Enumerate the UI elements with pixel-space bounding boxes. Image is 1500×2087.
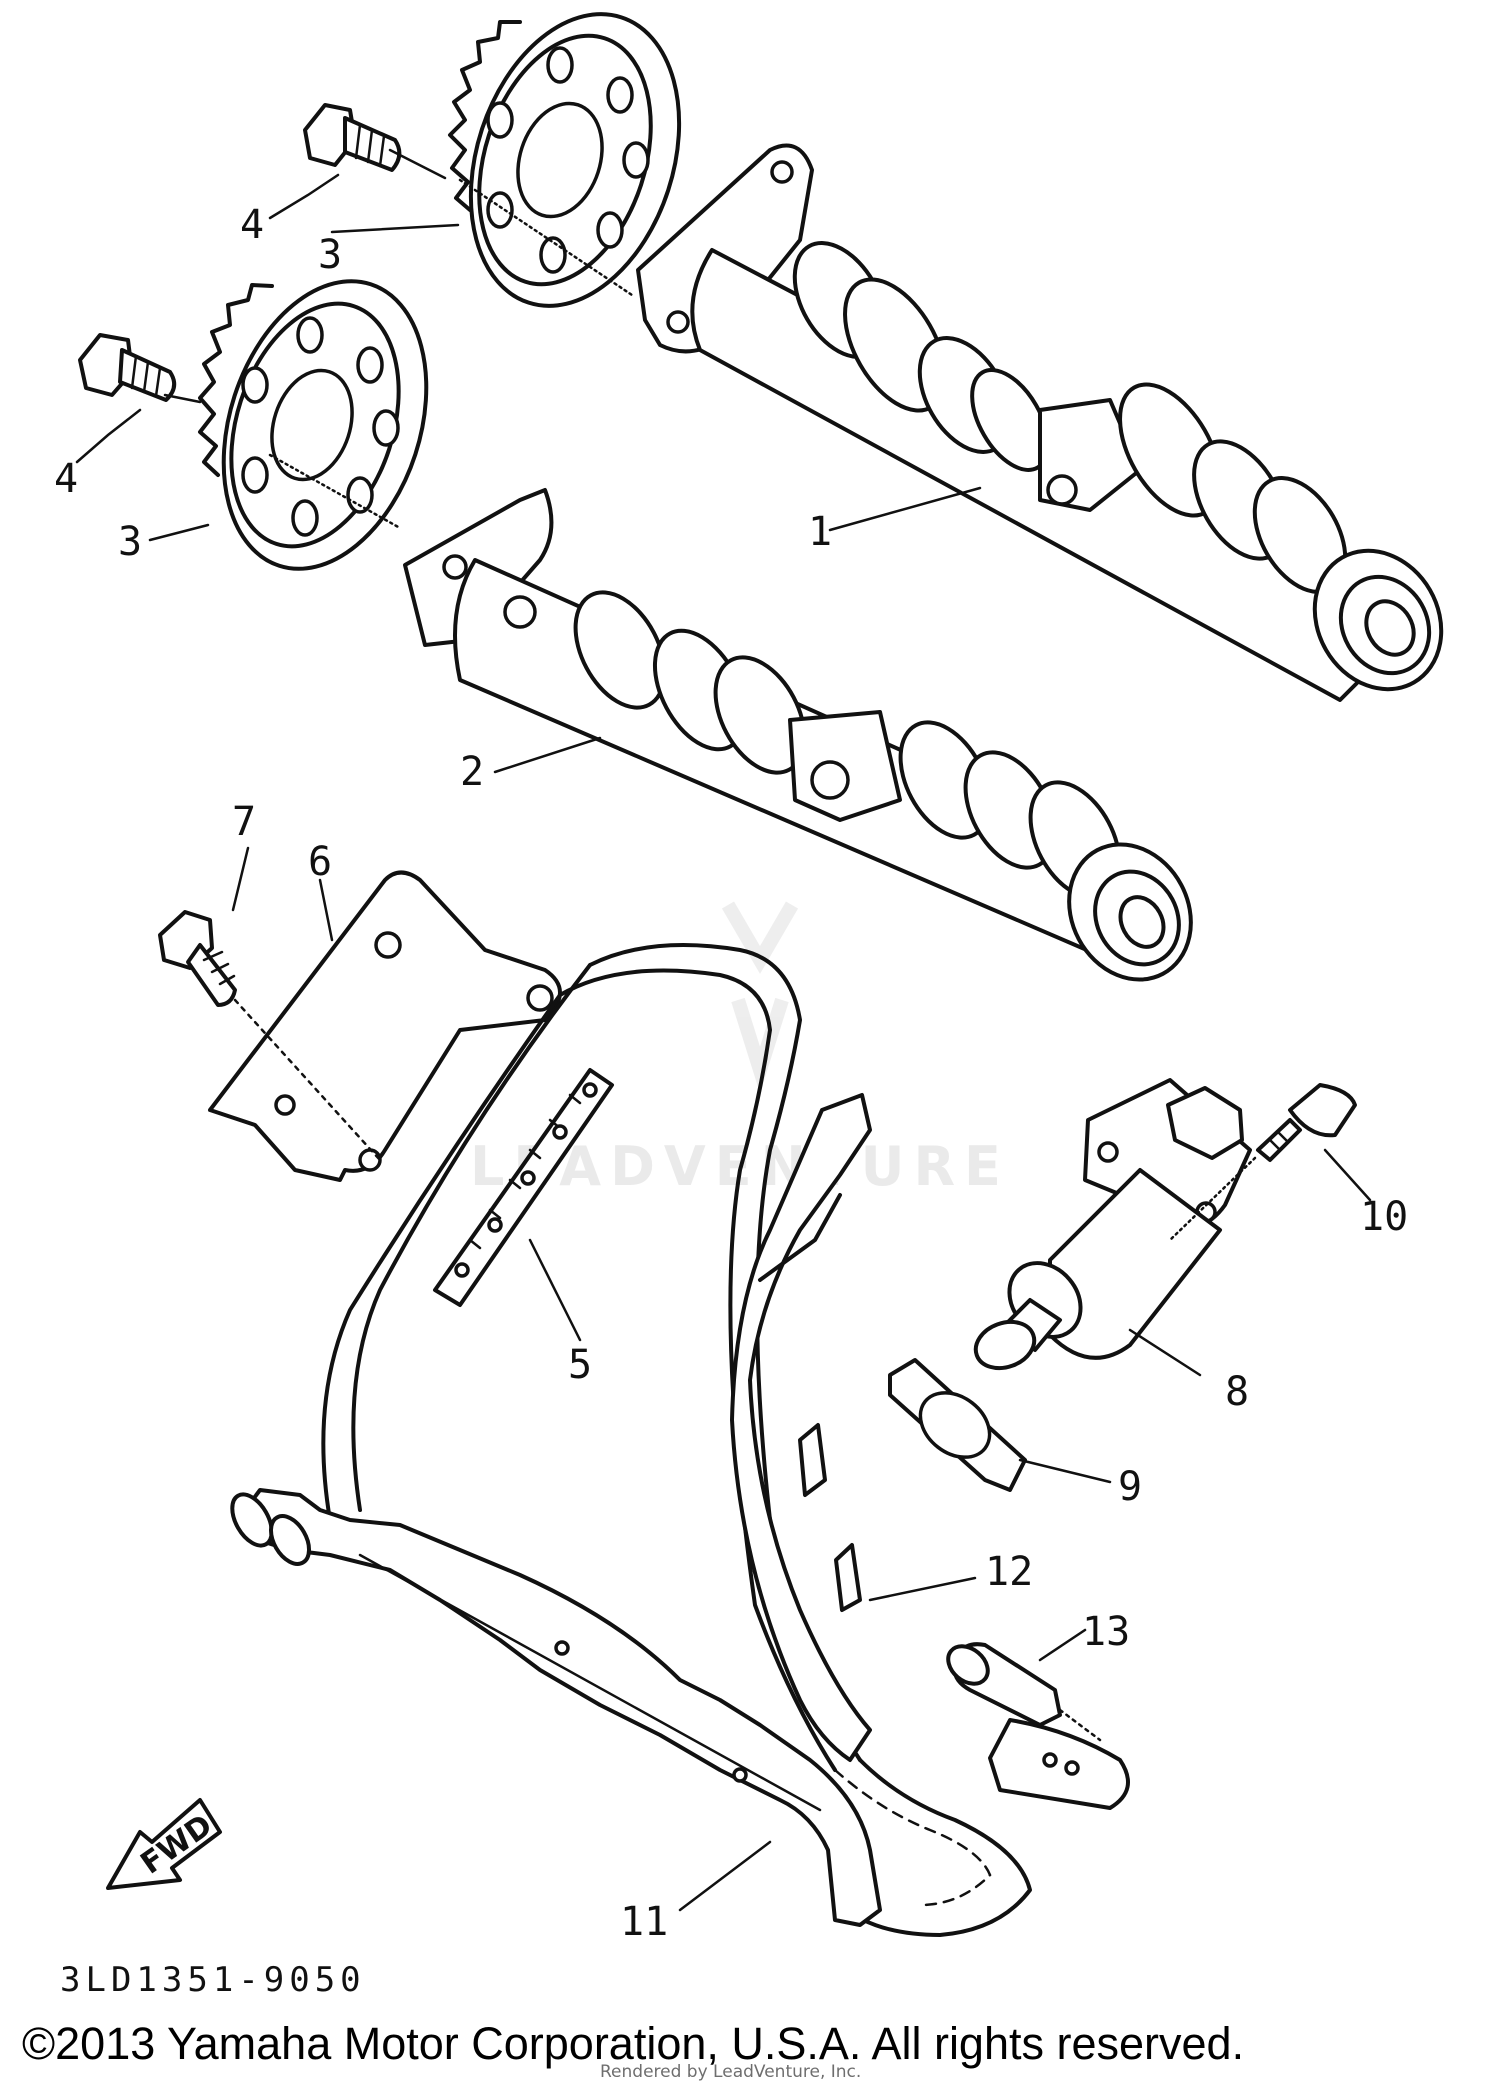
- rendered-by-notice: Rendered by LeadVenture, Inc.: [600, 2062, 862, 2082]
- chain-guide-tensioner-side: [730, 1093, 1130, 1810]
- callout-2: 2: [460, 749, 484, 795]
- callout-10: 10: [1360, 1194, 1408, 1240]
- callout-6: 6: [308, 839, 332, 885]
- callout-3-lower: 3: [118, 519, 142, 565]
- callout-8: 8: [1225, 1369, 1249, 1415]
- callout-7: 7: [232, 799, 256, 845]
- callout-4-lower: 4: [54, 456, 78, 502]
- callout-13: 13: [1082, 1609, 1130, 1655]
- chain-tensioner: [973, 1078, 1252, 1371]
- diagram-code: 3LD1351-9050: [60, 1960, 366, 2000]
- copyright-notice: ©2013 Yamaha Motor Corporation, U.S.A. A…: [22, 2018, 1245, 2069]
- callout-9: 9: [1118, 1464, 1142, 1510]
- callout-12: 12: [985, 1549, 1033, 1595]
- chain-guide-fixed: [230, 1488, 882, 1927]
- guide-pin: [946, 1642, 1102, 1742]
- callout-11: 11: [620, 1899, 668, 1945]
- timing-chain: [321, 943, 1032, 1937]
- callout-3-upper: 3: [318, 232, 342, 278]
- callout-1: 1: [808, 509, 832, 555]
- tensioner-gasket: [888, 1358, 1027, 1492]
- callout-5: 5: [568, 1342, 592, 1388]
- leader-lines: [75, 148, 1372, 1912]
- cam-sprocket-lower: [198, 279, 429, 571]
- callout-4-upper: 4: [240, 202, 264, 248]
- chain-guide-plate: [208, 870, 562, 1182]
- camshaft-intake: [403, 488, 1193, 982]
- camshaft-exhaust: [636, 143, 1444, 702]
- fwd-arrow: FWD: [106, 1798, 222, 1890]
- guide-bolt: [158, 910, 382, 1162]
- tensioner-bolt: [1168, 1083, 1357, 1242]
- sprocket-bolt-upper: [303, 103, 402, 172]
- part-callouts: 1 2 3 3 4 4 5 6 7 8 9 10 11 12 13: [54, 202, 1408, 1945]
- sprocket-bolt-lower: [78, 333, 177, 402]
